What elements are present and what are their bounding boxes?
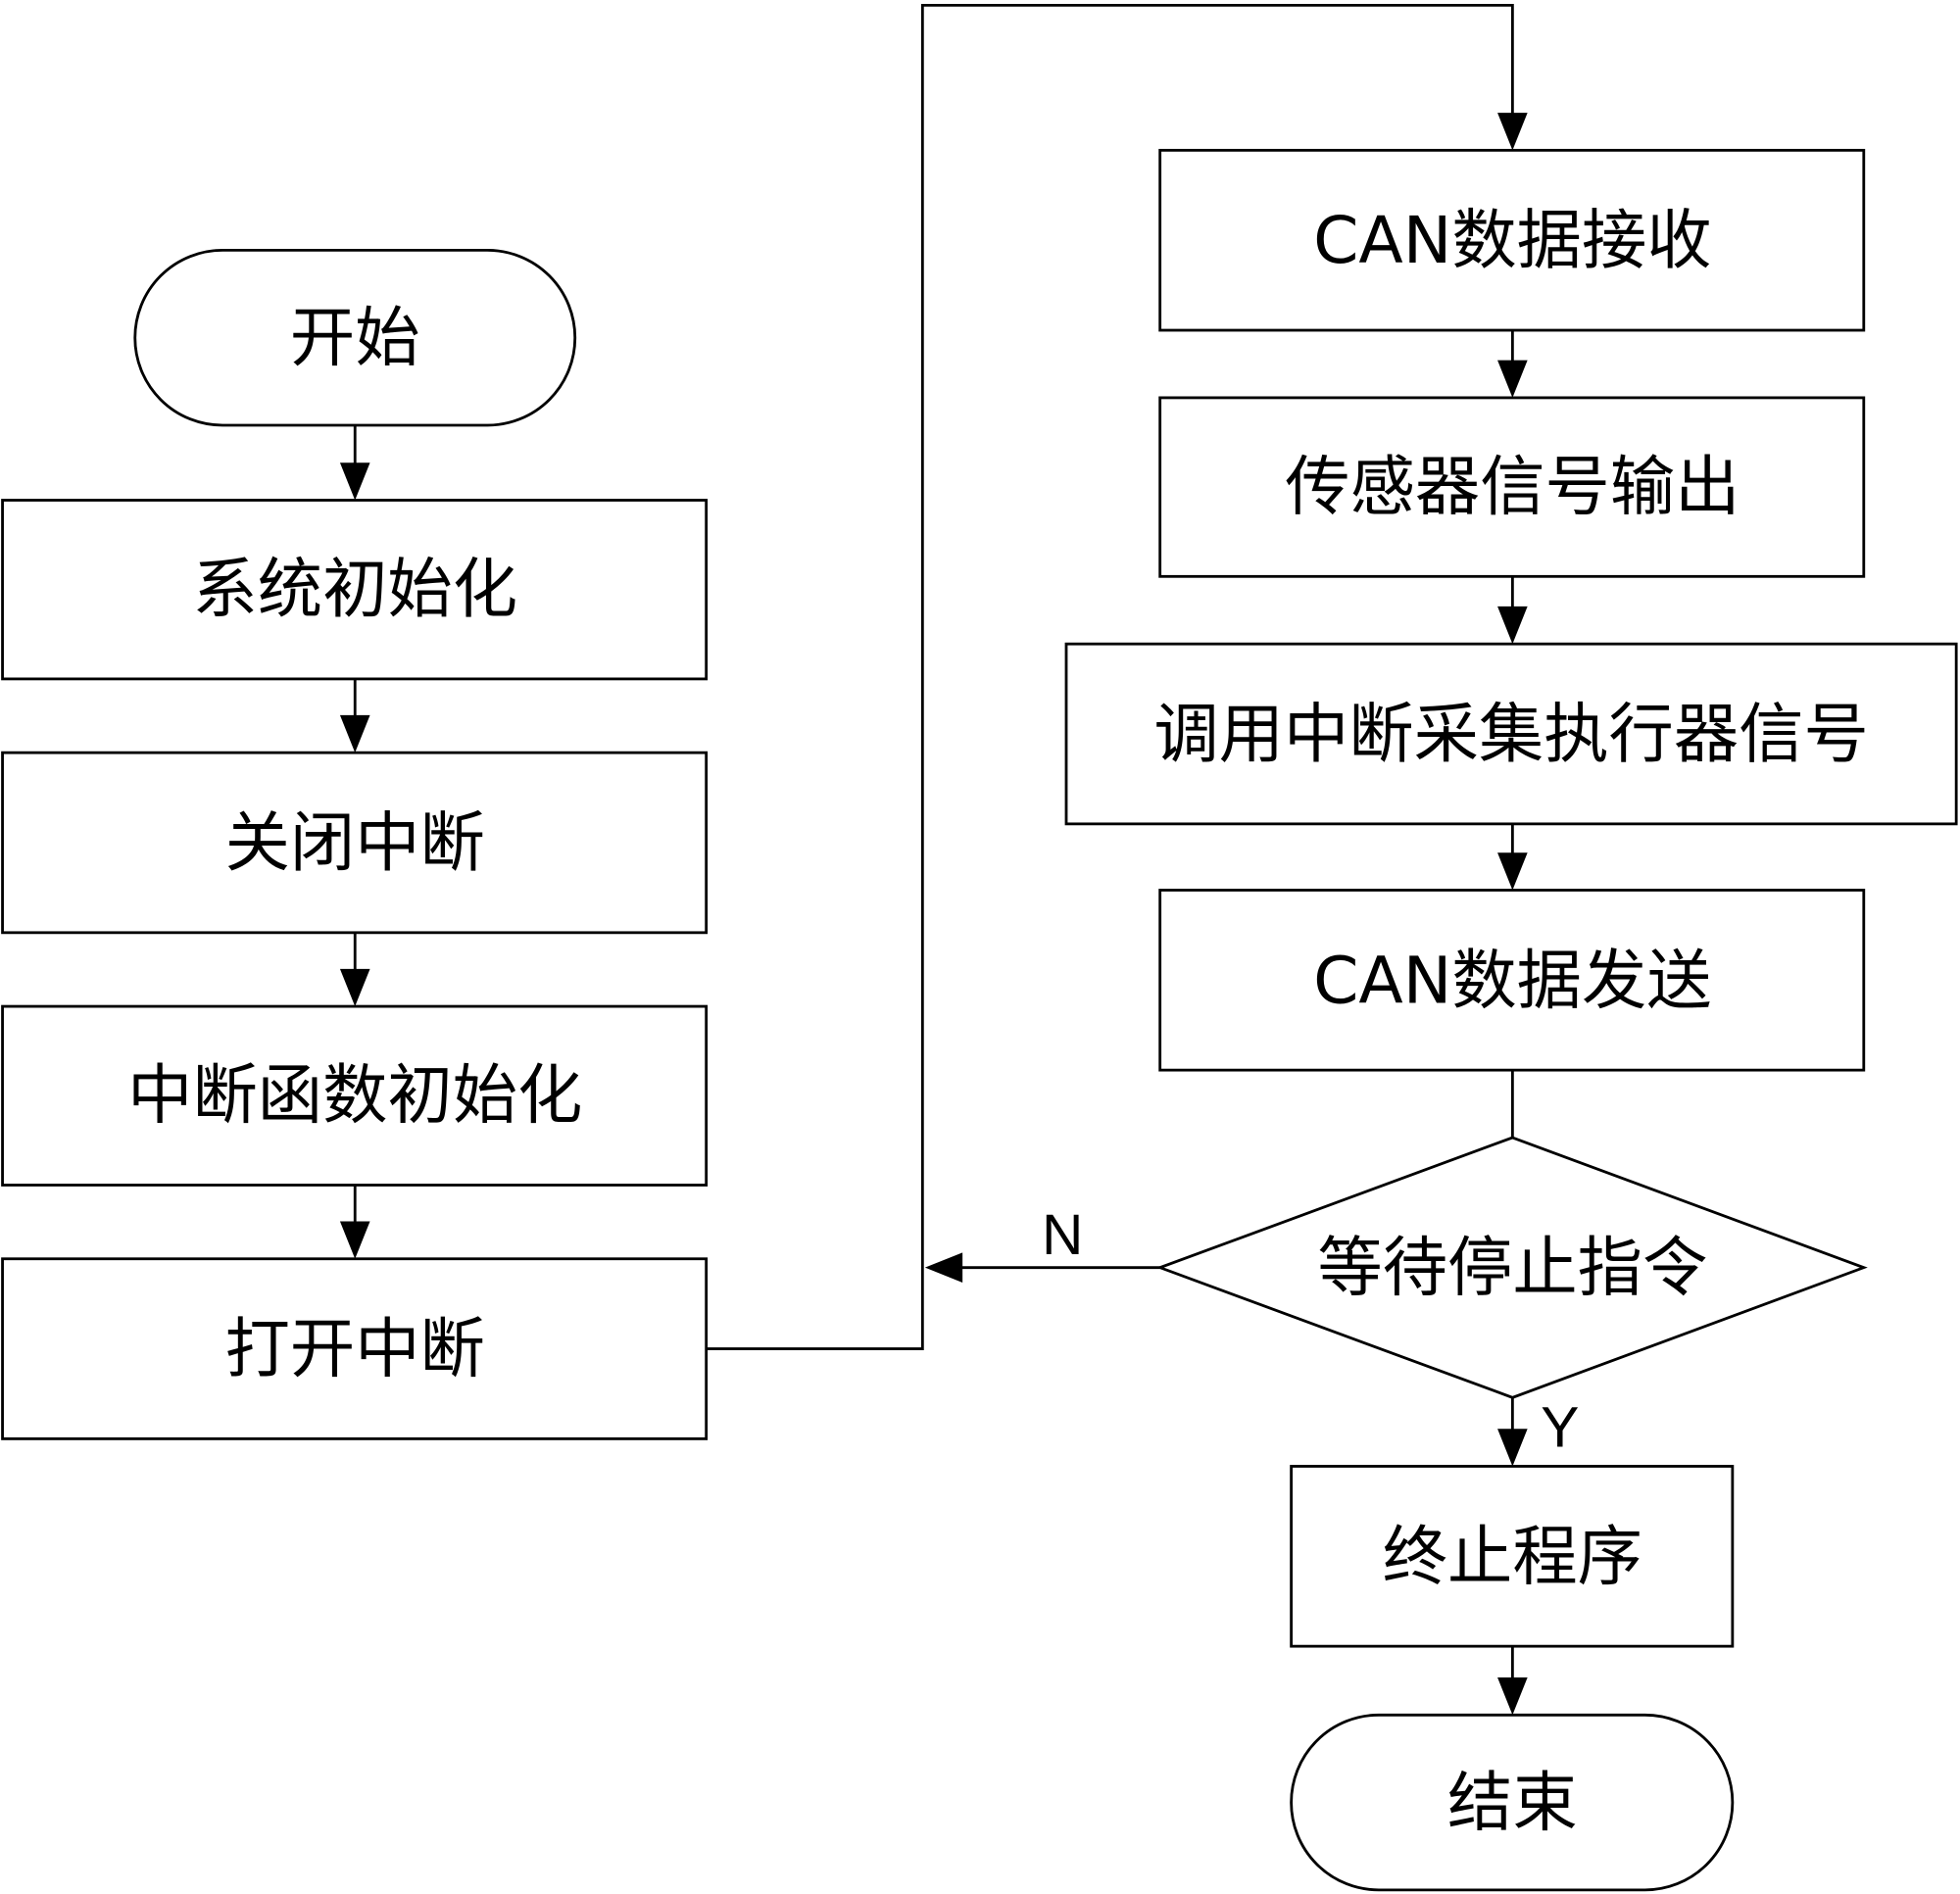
arrow-down-icon [1497,1429,1528,1467]
arrow-down-icon [1497,1677,1528,1716]
edge-wait-stop-no: N [924,1203,1160,1283]
can-send-box [1158,889,1866,1072]
node-can-send: CAN数据发送 [1158,889,1866,1072]
disable-interrupt-label: 关闭中断 [225,804,485,881]
arrow-down-icon [1497,113,1528,151]
terminate-box [1290,1465,1735,1648]
wait-stop-label: 等待停止指令 [1317,1230,1707,1306]
arrow-left-icon [924,1252,963,1283]
edge-disable-interrupt-to-interrupt-func-init [339,932,370,1007]
edge-wait-stop-yes: Y [1497,1395,1579,1467]
edge-enable-interrupt-to-can-receive [706,3,1528,1350]
node-interrupt-func-init: 中断函数初始化 [1,1004,709,1187]
enable-interrupt-label: 打开中断 [225,1311,485,1387]
node-enable-interrupt: 打开中断 [1,1257,709,1440]
start-label: 开始 [290,300,420,376]
node-disable-interrupt: 关闭中断 [1,751,709,935]
terminate-label: 终止程序 [1383,1518,1642,1594]
system-init-box [1,499,709,681]
edge-collect-actuator-to-can-send [1497,823,1528,891]
arrow-down-icon [339,714,370,753]
arrow-down-icon [1497,360,1528,398]
end-label: 结束 [1447,1765,1578,1841]
node-terminate: 终止程序 [1290,1465,1735,1648]
arrow-down-icon [1497,606,1528,645]
branch-label-yes: Y [1541,1395,1579,1459]
node-system-init: 系统初始化 [1,499,709,681]
edge-terminate-to-end [1497,1646,1528,1716]
edge-system-init-to-disable-interrupt [339,678,370,753]
sensor-output-label: 传感器信号输出 [1285,448,1740,524]
node-end: 结束 [1290,1713,1735,1892]
edge-sensor-output-to-collect-actuator [1497,576,1528,645]
edge-start-to-system-init [339,424,370,501]
node-sensor-output: 传感器信号输出 [1158,396,1866,578]
system-init-label: 系统初始化 [192,551,517,627]
edge-can-receive-to-sensor-output [1497,330,1528,398]
sensor-output-box [1158,396,1866,578]
end-terminal-shape [1290,1713,1735,1892]
interrupt-func-init-label: 中断函数初始化 [127,1057,582,1134]
node-can-receive: CAN数据接收 [1158,148,1866,332]
branch-label-no: N [1042,1203,1083,1267]
collect-actuator-label: 调用中断采集执行器信号 [1153,696,1868,772]
collect-actuator-box [1064,642,1958,826]
interrupt-func-init-box [1,1004,709,1187]
node-collect-actuator: 调用中断采集执行器信号 [1064,642,1958,826]
arrow-down-icon [339,1221,370,1259]
arrow-down-icon [1497,852,1528,891]
arrow-down-icon [339,968,370,1007]
loop-connector-line [706,3,1514,1350]
node-start: 开始 [133,248,577,427]
arrow-down-icon [339,462,370,501]
enable-interrupt-box [1,1257,709,1440]
can-send-label: CAN数据发送 [1313,942,1712,1018]
can-receive-label: CAN数据接收 [1313,202,1712,278]
edge-interrupt-func-init-to-enable-interrupt [339,1185,370,1259]
node-wait-stop: 等待停止指令 [1155,1136,1868,1399]
